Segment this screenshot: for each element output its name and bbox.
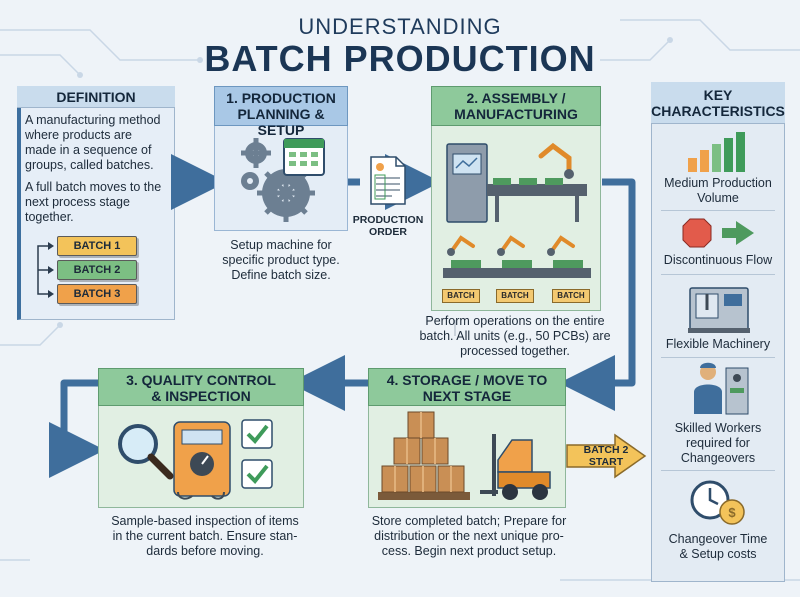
assembly-desc-line: processed together. bbox=[460, 344, 570, 358]
planning-desc-line: Define batch size. bbox=[231, 268, 331, 282]
storage-desc-line: cess. Begin next product setup. bbox=[381, 544, 557, 558]
robot-arms-conveyor-icon bbox=[443, 235, 591, 278]
planning-desc-line: Setup machine for bbox=[230, 238, 332, 252]
quality-desc-line: Sample-based inspection of items bbox=[111, 514, 299, 528]
quality-heading-line: & INSPECTION bbox=[151, 388, 251, 404]
assembly-desc-line: Perform operations on the entire bbox=[425, 314, 605, 328]
cnc-machine-icon bbox=[688, 287, 750, 333]
quality-desc-line: dards before moving. bbox=[146, 544, 264, 558]
key-characteristics-heading: KEY CHARACTERISTICS bbox=[651, 82, 785, 124]
assembly-description: Perform operations on the entire batch. … bbox=[400, 314, 630, 359]
stop-arrow-icon bbox=[682, 218, 754, 248]
definition-line: next process stage bbox=[25, 195, 130, 209]
batch-chip-2: BATCH 2 bbox=[57, 260, 137, 280]
inspection-tools-icon bbox=[118, 419, 273, 500]
bar-chart-icon bbox=[688, 132, 745, 172]
definition-line: together. bbox=[25, 210, 74, 224]
quality-desc-line: in the current batch. Ensure stan- bbox=[112, 529, 298, 543]
planning-description: Setup machine for specific product type.… bbox=[214, 238, 348, 283]
storage-heading-line: 4. STORAGE / MOVE TO bbox=[386, 372, 548, 388]
assembly-heading: 2. ASSEMBLY / MANUFACTURING bbox=[431, 86, 601, 126]
batch-bin-2: BATCH bbox=[496, 289, 534, 303]
storage-desc-line: Store completed batch; Prepare for bbox=[371, 514, 567, 528]
definition-line: where products are bbox=[25, 128, 133, 142]
key-item-machinery: Flexible Machinery bbox=[651, 337, 785, 352]
key-item-changeover: Changeover Time & Setup costs bbox=[651, 532, 785, 562]
batch-bracket-icon bbox=[37, 242, 54, 298]
key-item-flow: Discontinuous Flow bbox=[651, 253, 785, 268]
definition-line: A manufacturing method bbox=[25, 113, 161, 127]
quality-heading-line: 3. QUALITY CONTROL bbox=[126, 372, 276, 388]
boxes-forklift-icon bbox=[378, 411, 551, 500]
definition-heading: DEFINITION bbox=[17, 86, 175, 108]
definition-line: A full batch moves to the bbox=[25, 180, 162, 194]
key-item-line: required for bbox=[686, 436, 750, 450]
order-label-line: PRODUCTION bbox=[352, 214, 424, 226]
next-batch-label: BATCH 2 START bbox=[578, 444, 634, 468]
definition-line: made in a sequence of bbox=[25, 143, 152, 157]
key-heading-line: KEY bbox=[703, 87, 733, 103]
definition-line: groups, called batches. bbox=[25, 158, 154, 172]
batch-bin-1: BATCH bbox=[442, 289, 480, 303]
assembly-heading-line: MANUFACTURING bbox=[454, 106, 578, 122]
planning-heading-line: PLANNING & SETUP bbox=[237, 106, 325, 138]
order-label-line: ORDER bbox=[369, 226, 407, 238]
definition-text-1: A manufacturing method where products ar… bbox=[25, 113, 173, 173]
assembly-desc-line: batch. All units (e.g., 50 PCBs) are bbox=[419, 329, 611, 343]
key-item-line: Medium Production bbox=[664, 176, 772, 190]
next-batch-arrow-icon bbox=[566, 433, 647, 479]
key-item-volume: Medium Production Volume bbox=[651, 176, 785, 206]
next-batch-line: BATCH 2 bbox=[583, 444, 629, 456]
storage-description: Store completed batch; Prepare for distr… bbox=[362, 514, 576, 559]
assembly-machine-robot-icon bbox=[446, 142, 587, 223]
page-title: BATCH PRODUCTION bbox=[204, 38, 596, 79]
key-divider bbox=[661, 210, 775, 211]
key-divider bbox=[661, 470, 775, 471]
planning-heading: 1. PRODUCTION PLANNING & SETUP bbox=[214, 86, 348, 138]
storage-desc-line: distribution or the next unique pro- bbox=[374, 529, 564, 543]
key-item-line: Skilled Workers bbox=[674, 421, 762, 435]
key-divider bbox=[661, 274, 775, 275]
title-line-1: UNDERSTANDING bbox=[298, 14, 502, 39]
batch-chip-3: BATCH 3 bbox=[57, 284, 137, 304]
next-batch-line: START bbox=[588, 456, 624, 468]
production-order-label: PRODUCTION ORDER bbox=[350, 214, 426, 238]
key-item-line: Discontinuous Flow bbox=[663, 253, 773, 267]
batch-chip-1: BATCH 1 bbox=[57, 236, 137, 256]
quality-description: Sample-based inspection of items in the … bbox=[98, 514, 312, 559]
storage-heading: 4. STORAGE / MOVE TO NEXT STAGE bbox=[368, 368, 566, 406]
gear-calendar-icon bbox=[241, 138, 325, 222]
definition-text-2: A full batch moves to the next process s… bbox=[25, 180, 173, 225]
planning-desc-line: specific product type. bbox=[222, 253, 340, 267]
key-heading-line: CHARACTERISTICS bbox=[651, 103, 785, 119]
key-item-line: Changeovers bbox=[680, 451, 756, 465]
key-item-line: Flexible Machinery bbox=[665, 337, 771, 351]
assembly-heading-line: 2. ASSEMBLY / bbox=[466, 90, 566, 106]
quality-heading: 3. QUALITY CONTROL & INSPECTION bbox=[98, 368, 304, 406]
key-item-line: Volume bbox=[697, 191, 739, 205]
planning-heading-line: 1. PRODUCTION bbox=[226, 90, 336, 106]
production-order-document-icon bbox=[370, 156, 406, 205]
batch-bin-3: BATCH bbox=[552, 289, 590, 303]
key-item-line: & Setup costs bbox=[679, 547, 757, 561]
clock-coin-icon: $ bbox=[690, 480, 745, 525]
worker-icon bbox=[694, 362, 749, 415]
storage-heading-line: NEXT STAGE bbox=[422, 388, 512, 404]
key-divider bbox=[661, 357, 775, 358]
svg-text:$: $ bbox=[728, 505, 736, 520]
key-item-workers: Skilled Workers required for Changeovers bbox=[651, 421, 785, 466]
key-item-line: Changeover Time bbox=[668, 532, 768, 546]
